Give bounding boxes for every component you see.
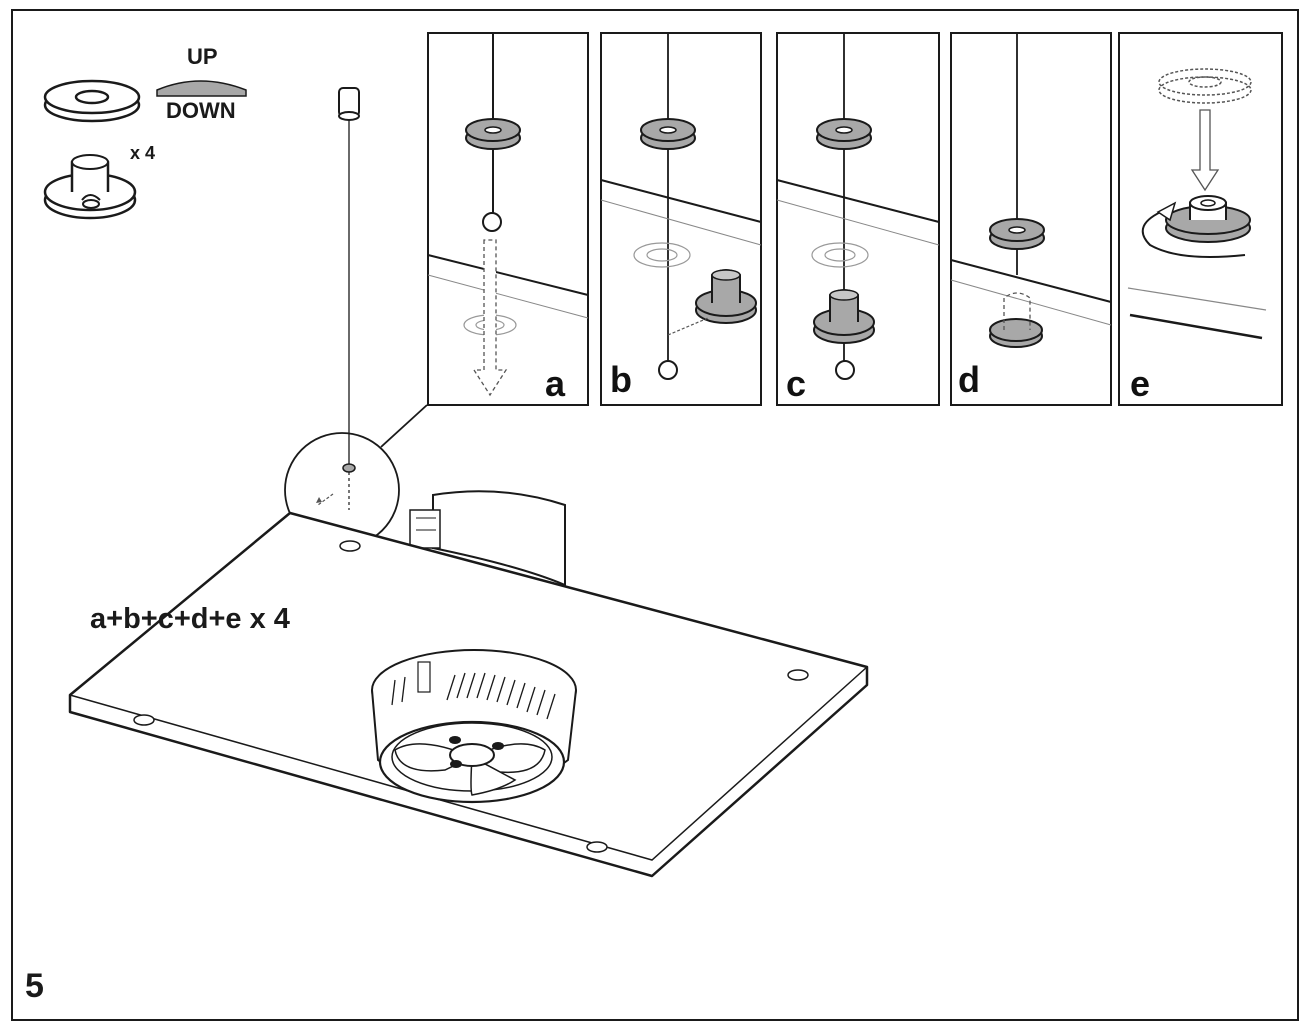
panel-d [950,32,1112,406]
up-down-orientation-icon [156,80,247,97]
panel-e-letter: e [1130,363,1151,404]
instruction-label: a+b+c+d+e x 4 [90,603,290,635]
panel-b-letter: b [610,359,632,400]
washer-icon [43,79,141,123]
suspension-cable [338,87,360,510]
fan-unit [371,649,577,804]
panel-c-letter: c [786,363,807,404]
clip-icon [43,154,137,220]
step-number: 5 [25,967,44,1005]
quantity-label: x 4 [130,143,156,163]
panel-c [776,32,940,406]
panel-a [427,32,589,406]
motor-housing [409,490,566,587]
panel-e [1118,32,1283,406]
panel-d-letter: d [958,359,980,400]
panel-b [600,32,762,406]
panel-a-letter: a [545,363,566,404]
down-label: DOWN [166,98,236,123]
up-label: UP [187,44,218,69]
outer-frame [11,9,1299,1021]
